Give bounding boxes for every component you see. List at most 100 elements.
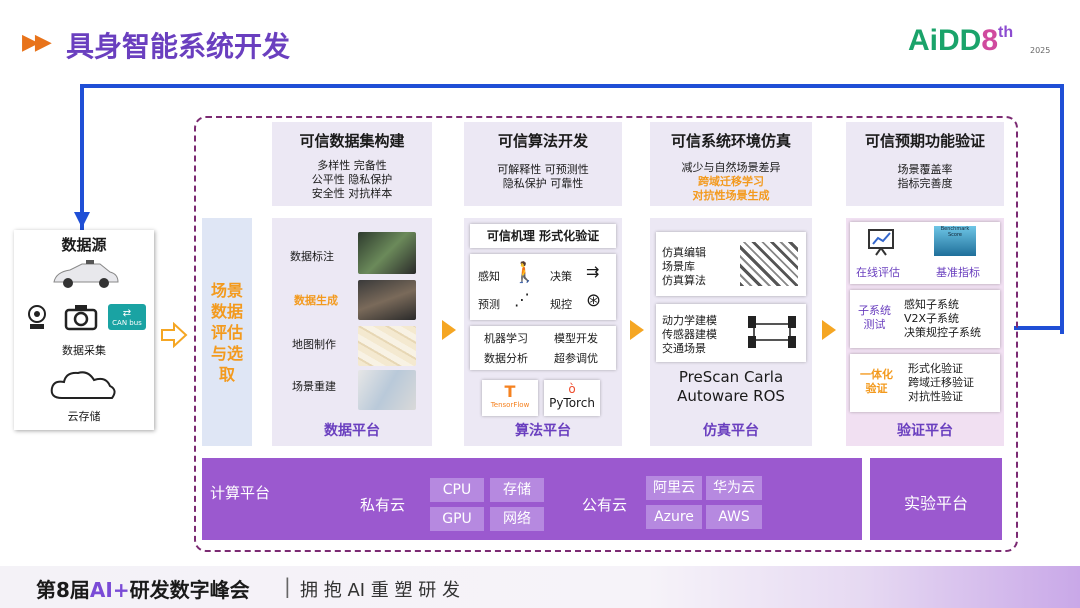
chip-azure: Azure bbox=[646, 505, 702, 529]
integrated-label-line: 一体化 bbox=[860, 368, 893, 381]
subsystem-list: 感知子系统 V2X子系统 决策规控子系统 bbox=[904, 298, 981, 340]
footer-title: 第8届AI+研发数字峰会 bbox=[36, 574, 250, 603]
lab-platform: 实验平台 bbox=[870, 458, 1002, 540]
tensorflow-label: TensorFlow bbox=[490, 401, 530, 409]
subsystem-item: V2X子系统 bbox=[904, 312, 960, 325]
eval-line-1: 场景 bbox=[210, 281, 243, 300]
generation-image bbox=[358, 280, 416, 320]
algo-grid-label: 规控 bbox=[550, 298, 572, 311]
panel-title: 可信系统环境仿真 bbox=[670, 132, 791, 150]
chip-aws: AWS bbox=[706, 505, 762, 529]
data-item-label: 地图制作 bbox=[292, 338, 336, 351]
public-cloud-label: 公有云 bbox=[582, 496, 628, 514]
sensor-icon bbox=[28, 305, 46, 329]
scenario-map-icon bbox=[740, 242, 798, 286]
data-platform: 数据标注 数据生成 地图制作 场景重建 数据平台 bbox=[272, 218, 432, 446]
dashed-container bbox=[194, 116, 1018, 552]
compute-label: 计算平台 bbox=[210, 484, 271, 502]
integrated-verify-label: 一体化 验证 bbox=[860, 368, 893, 396]
panel-title: 可信数据集构建 bbox=[299, 132, 405, 150]
panel-trusted-verify: 可信预期功能验证 场景覆盖率 指标完善度 bbox=[846, 122, 1004, 206]
data-item-label: 场景重建 bbox=[292, 380, 336, 393]
flow-arrow-icon bbox=[822, 320, 836, 340]
panel-line: 安全性 对抗样本 bbox=[311, 187, 393, 200]
loop-arrow-icon bbox=[74, 212, 90, 228]
sim-tool-line: Autoware ROS bbox=[677, 387, 785, 405]
panel-trusted-sim: 可信系统环境仿真 减少与自然场景差异 跨域迁移学习 对抗性场景生成 bbox=[650, 122, 812, 206]
flow-arrow-icon bbox=[442, 320, 456, 340]
benchmark-label: 基准指标 bbox=[936, 266, 980, 279]
feedback-loop-line bbox=[80, 84, 1064, 334]
subsystem-label-line: 子系统 bbox=[858, 304, 891, 317]
algo-header-text: 可信机理 形式化验证 bbox=[486, 229, 600, 243]
data-collect-label: 数据采集 bbox=[62, 344, 106, 357]
algo-platform-label: 算法平台 bbox=[515, 423, 571, 439]
panel-line: 隐私保护 可靠性 bbox=[502, 177, 584, 190]
page-title: 具身智能系统开发 bbox=[66, 30, 291, 63]
algo-platform: 可信机理 形式化验证 感知 决策 预测 规控 🚶 ⇉ ⋰ ⊛ 机器学习 模型开发… bbox=[464, 218, 622, 446]
chip-aliyun: 阿里云 bbox=[646, 476, 702, 500]
private-cloud-label: 私有云 bbox=[360, 496, 406, 514]
subsystem-item: 感知子系统 bbox=[904, 298, 959, 311]
lab-platform-label: 实验平台 bbox=[903, 494, 968, 513]
logo-eight: 8 bbox=[981, 24, 999, 57]
chip-cpu: CPU bbox=[430, 478, 484, 502]
sim-box-model: 动力学建模 传感器建模 交通场景 bbox=[656, 304, 806, 362]
chip-gpu: GPU bbox=[430, 507, 484, 531]
algo-header: 可信机理 形式化验证 bbox=[470, 224, 616, 248]
data-platform-label: 数据平台 bbox=[324, 423, 380, 439]
panel-title: 可信预期功能验证 bbox=[864, 132, 985, 150]
verify-top-box: Benchmark Score 在线评估 基准指标 bbox=[850, 222, 1000, 284]
verify-platform-label: 验证平台 bbox=[897, 423, 953, 439]
footer-bar: 第8届AI+研发数字峰会 | 拥 抱 AI 重 塑 研 发 bbox=[0, 566, 1080, 608]
cloud-storage-label: 云存储 bbox=[67, 410, 101, 423]
footer-separator: | bbox=[284, 574, 291, 598]
data-source-card: 数据源 ⇄ CAN bus 数据采集 云存储 bbox=[14, 230, 154, 430]
panel-line: 减少与自然场景差异 bbox=[681, 161, 781, 174]
panel-line: 场景覆盖率 bbox=[897, 163, 953, 176]
algo-grid-label: 感知 bbox=[478, 270, 500, 283]
can-bus-icon: ⇄ CAN bus bbox=[108, 304, 146, 330]
cloud-icon bbox=[50, 371, 116, 399]
sim-platform-label: 仿真平台 bbox=[703, 423, 759, 439]
integrated-item: 跨域迁移验证 bbox=[908, 376, 974, 389]
benchmark-graphic: Benchmark Score bbox=[934, 226, 976, 256]
pedestrian-icon: 🚶 bbox=[512, 260, 537, 284]
sim-line: 仿真编辑 bbox=[662, 246, 706, 259]
footer-slogan: 拥 抱 AI 重 塑 研 发 bbox=[300, 580, 460, 601]
chassis-icon bbox=[748, 316, 796, 348]
scene-eval-box: 场景 数据 评估 与选 取 bbox=[202, 218, 252, 446]
sim-box-editor: 仿真编辑 场景库 仿真算法 bbox=[656, 232, 806, 296]
flow-arrow-icon bbox=[630, 320, 644, 340]
data-item-label: 数据生成 bbox=[294, 294, 338, 307]
eval-line-4: 与选 bbox=[210, 344, 243, 363]
eval-line-5: 取 bbox=[218, 365, 235, 384]
tensorflow-logo: T TensorFlow bbox=[482, 380, 538, 416]
sim-platform: 仿真编辑 场景库 仿真算法 动力学建模 传感器建模 交通场景 PreScan C… bbox=[650, 218, 812, 446]
logo-text: AiDD bbox=[908, 24, 982, 57]
sim-line: 场景库 bbox=[662, 260, 695, 273]
algo-skills: 机器学习 模型开发 数据分析 超参调优 bbox=[470, 326, 616, 370]
scene-eval-text: 场景 数据 评估 与选 取 bbox=[202, 280, 252, 385]
integrated-item: 形式化验证 bbox=[908, 362, 963, 375]
data-source-title: 数据源 bbox=[61, 236, 107, 254]
sim-line: 传感器建模 bbox=[662, 328, 717, 341]
pytorch-label: PyTorch bbox=[549, 396, 595, 410]
annotation-image bbox=[358, 232, 416, 274]
reconstruction-image bbox=[358, 370, 416, 410]
steering-wheel-icon: ⊛ bbox=[586, 290, 602, 311]
can-bus-label: CAN bus bbox=[112, 319, 142, 327]
data-item-label: 数据标注 bbox=[290, 250, 334, 263]
verify-platform: Benchmark Score 在线评估 基准指标 子系统 测试 感知子系统 V… bbox=[846, 218, 1004, 446]
chip-storage: 存储 bbox=[490, 478, 544, 502]
sim-tools: PreScan Carla Autoware ROS bbox=[650, 368, 812, 406]
logo-th: th bbox=[998, 24, 1014, 41]
title-arrows-icon: ▶▶ bbox=[22, 30, 52, 55]
subsystem-test-label: 子系统 测试 bbox=[858, 304, 891, 332]
panel-highlight: 跨域迁移学习 bbox=[698, 175, 764, 188]
integrated-verify-box: 一体化 验证 形式化验证 跨域迁移验证 对抗性验证 bbox=[850, 354, 1000, 412]
algo-grid-label: 预测 bbox=[478, 298, 500, 311]
decision-arrows-icon: ⇉ bbox=[586, 262, 600, 281]
panel-trusted-dataset: 可信数据集构建 多样性 完备性 公平性 隐私保护 安全性 对抗样本 bbox=[272, 122, 432, 206]
tensorflow-icon: T bbox=[504, 382, 516, 401]
